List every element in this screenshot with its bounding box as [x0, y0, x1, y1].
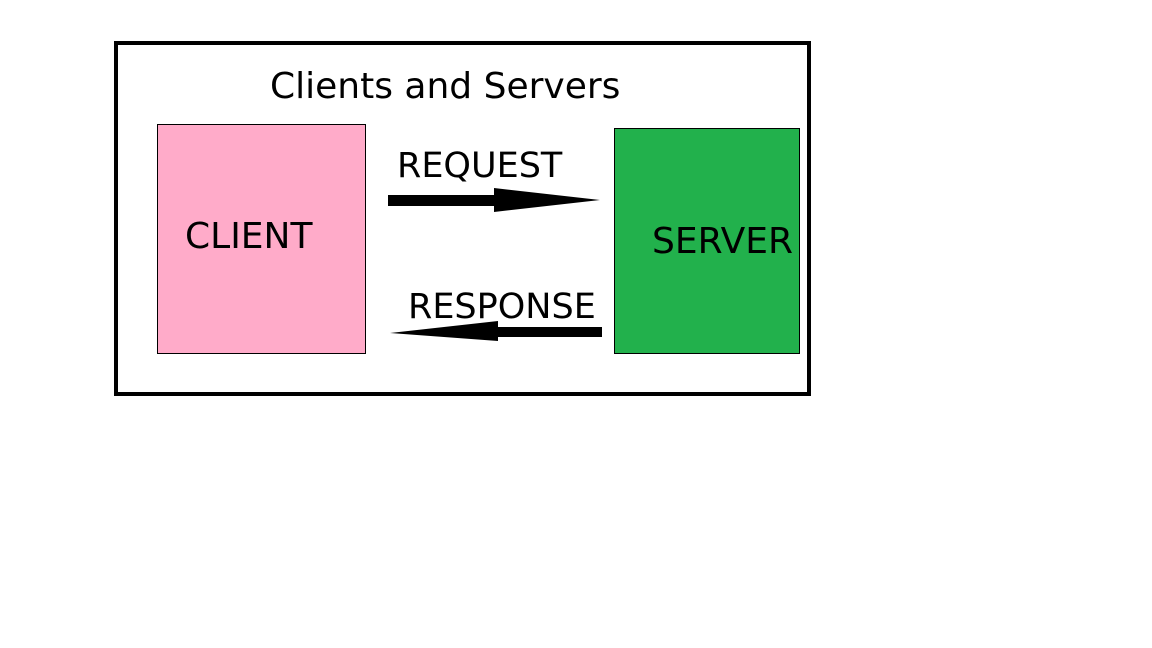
- server-box: [614, 128, 800, 354]
- request-arrow-shape: [388, 188, 600, 212]
- request-label: REQUEST: [397, 146, 563, 186]
- client-label: CLIENT: [185, 216, 313, 257]
- diagram-title: Clients and Servers: [270, 66, 621, 107]
- request-arrow: [388, 188, 600, 212]
- response-arrow-shape: [390, 321, 602, 341]
- diagram-frame: [114, 41, 811, 396]
- response-arrow: [390, 321, 602, 341]
- server-label: SERVER: [652, 221, 794, 262]
- client-box: [157, 124, 366, 354]
- response-label: RESPONSE: [408, 287, 596, 327]
